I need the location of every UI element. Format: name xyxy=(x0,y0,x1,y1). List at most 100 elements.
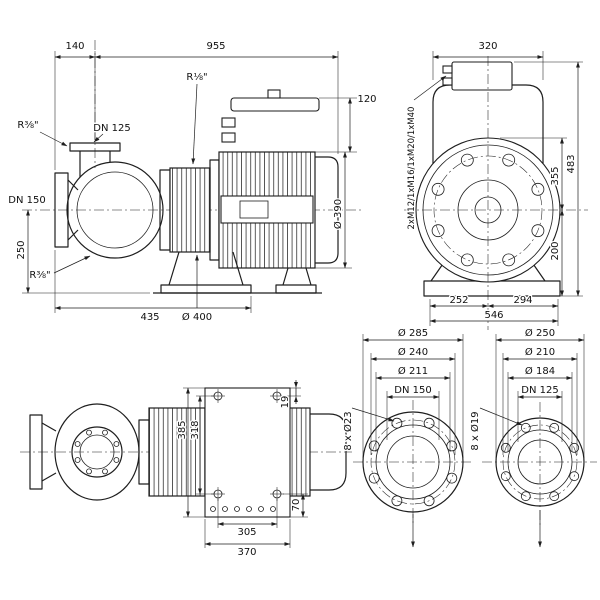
flange-bolt-hole xyxy=(446,472,458,484)
dim-face-211: Ø 211 xyxy=(398,365,428,377)
dim-bolt-circle-210: Ø 210 xyxy=(525,346,555,358)
cable-gland-icon xyxy=(442,65,453,74)
flange-bolt-hole xyxy=(446,440,458,452)
terminal-box-lid xyxy=(230,97,320,112)
plate-slot xyxy=(258,506,264,512)
dim-435: 435 xyxy=(140,312,159,323)
plate-bolt-hole xyxy=(272,489,282,499)
dim-355: 355 xyxy=(550,166,561,185)
dim-outer-285: Ø 285 xyxy=(398,327,428,339)
flange-bolt-hole xyxy=(549,491,560,502)
flange-raised-face xyxy=(507,429,573,495)
flange-label-dn125: DN 125 xyxy=(521,385,558,396)
lantern xyxy=(169,167,211,253)
dim-120: 120 xyxy=(357,94,376,105)
plate-slot xyxy=(222,506,228,512)
casing-bolt-hole xyxy=(531,224,545,238)
discharge-flange xyxy=(69,142,121,152)
plate-slot xyxy=(246,506,252,512)
flange-bolt-hole xyxy=(423,417,435,429)
dim-320: 320 xyxy=(478,41,497,52)
flange-bolt-hole xyxy=(74,457,81,463)
casing-bolt-hole xyxy=(431,224,445,238)
flange-bolt-hole xyxy=(391,417,403,429)
top-view xyxy=(20,387,352,518)
terminal-box-front xyxy=(451,61,513,91)
suction-cone xyxy=(67,179,79,241)
fan-cover xyxy=(315,156,339,264)
flange-bolt-hole xyxy=(500,442,511,453)
dim-546: 546 xyxy=(484,310,503,321)
casing-bolt-hole xyxy=(531,182,545,196)
dim-305: 305 xyxy=(237,527,256,538)
dim-lantern-diameter: Ø 400 xyxy=(182,311,212,323)
discharge-flange-top xyxy=(71,426,123,478)
flange-bolt-hole xyxy=(102,468,108,475)
plate-slot xyxy=(270,506,276,512)
front-foot-pad xyxy=(160,284,252,294)
casing-bolt-hole xyxy=(502,253,516,267)
flange-bolt-hole xyxy=(520,422,531,433)
flange-bolt-hole xyxy=(86,468,92,475)
flange-bolt-hole xyxy=(368,472,380,484)
dim-suction-height: 250 xyxy=(16,240,27,259)
flange-bolt-circle xyxy=(370,419,456,505)
port-label-vent: R⅛" xyxy=(186,72,207,83)
suction-flange-label: DN 150 xyxy=(8,195,45,206)
dim-955: 955 xyxy=(206,41,225,52)
suction-flange xyxy=(54,172,69,248)
dim-318: 318 xyxy=(190,420,201,439)
flange-bolt-hole xyxy=(113,457,120,463)
volute-inner xyxy=(76,171,154,249)
flange-bolt-hole xyxy=(368,440,380,452)
flange-bolt-hole xyxy=(569,471,580,482)
flange-view-dn125: Ø 250 Ø 210 Ø 184 DN 125 8 x Ø19 xyxy=(468,326,597,548)
dim-motor-diameter: Ø 390 xyxy=(332,199,344,229)
motor-band xyxy=(220,195,314,224)
casing-bolt-hole xyxy=(460,153,474,167)
dim-70: 70 xyxy=(291,499,302,512)
flange-label-dn150: DN 150 xyxy=(394,385,431,396)
side-view-dimensions: 140 955 120 Ø 390 250 435 Ø 400 R⅜" DN 1… xyxy=(7,40,378,325)
volute-casing xyxy=(66,161,164,259)
front-view xyxy=(404,56,588,330)
base-plate xyxy=(423,280,561,297)
flange-bore xyxy=(386,435,440,489)
lifting-lug xyxy=(267,89,281,99)
flange-bolt-hole xyxy=(520,491,531,502)
flange-bolt-hole xyxy=(86,429,92,436)
flange-bolt-hole xyxy=(569,442,580,453)
dim-294: 294 xyxy=(513,295,532,306)
side-view xyxy=(22,40,362,294)
flange-bolt-hole xyxy=(423,495,435,507)
suction-cone-top xyxy=(41,422,57,482)
flange-outer xyxy=(362,411,464,513)
cable-glands-label: 2xM12/1xM16/1xM20/1xM40 xyxy=(407,107,417,230)
flange-bolt-hole xyxy=(102,429,108,436)
foot-webs xyxy=(168,251,312,286)
cable-gland-icon xyxy=(442,77,453,86)
dim-19: 19 xyxy=(280,396,291,409)
flange-outer xyxy=(495,417,585,507)
top-view-dimensions: 385 318 19 70 305 370 xyxy=(176,380,308,559)
dim-252: 252 xyxy=(449,295,468,306)
flange-bore xyxy=(517,439,563,485)
flange-bolt-hole xyxy=(113,441,120,447)
flange-bolt-hole xyxy=(500,471,511,482)
discharge-pipe xyxy=(79,151,111,177)
flange-bolt-circle xyxy=(502,424,578,500)
cable-gland-icon xyxy=(221,117,236,128)
flange-view-dn150: Ø 285 Ø 240 Ø 211 DN 150 8 x Ø23 xyxy=(341,326,473,548)
dim-bolt-circle-240: Ø 240 xyxy=(398,346,428,358)
port-label-gauge: R⅜" xyxy=(17,120,38,131)
cable-gland-icon xyxy=(221,132,236,143)
plate-slot xyxy=(210,506,216,512)
casing-bolt-hole xyxy=(502,153,516,167)
dim-370: 370 xyxy=(237,547,256,558)
plate-slot xyxy=(234,506,240,512)
suction-flange-top xyxy=(29,414,43,490)
front-view-dimensions: 320 483 355 200 252 294 546 2xM12/1xM16/… xyxy=(406,40,583,326)
flange-raised-face xyxy=(375,424,451,500)
